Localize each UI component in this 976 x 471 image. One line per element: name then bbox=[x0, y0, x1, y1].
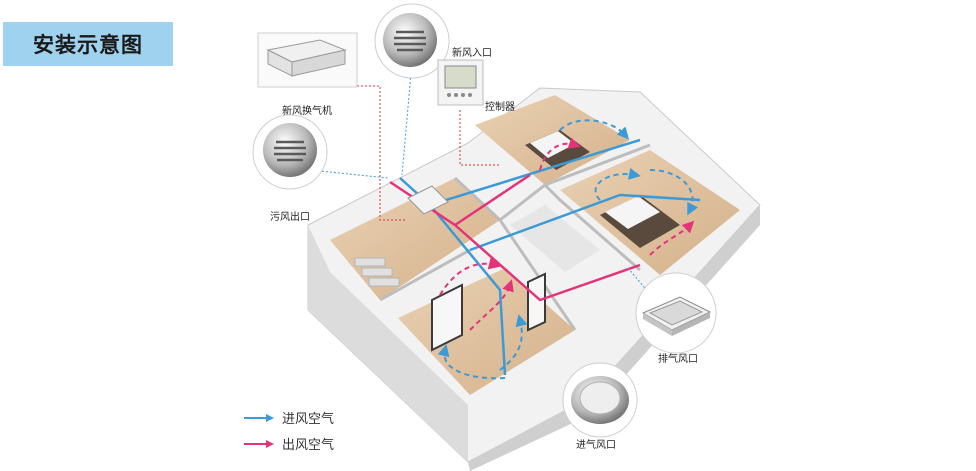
ventilator-unit-label: 新风换气机 bbox=[282, 106, 332, 117]
controller-label: 控制器 bbox=[485, 102, 515, 113]
doors bbox=[431, 272, 546, 352]
legend-item-supply: 进风空气 bbox=[244, 408, 334, 427]
fresh-air-inlet-callout bbox=[374, 3, 450, 79]
supply-flow-arrows bbox=[437, 119, 699, 380]
supply-arrow-icon bbox=[244, 413, 274, 422]
page-title: 安装示意图 bbox=[3, 22, 173, 66]
legend-label-supply: 进风空气 bbox=[282, 412, 335, 427]
supply-vent-label: 进气风口 bbox=[576, 440, 616, 451]
exhaust-flow-arrows bbox=[439, 137, 695, 331]
stairs bbox=[354, 257, 400, 287]
legend-item-exhaust: 出风空气 bbox=[244, 434, 334, 453]
ventilator-unit-in-house bbox=[407, 185, 449, 215]
bed-master bbox=[600, 195, 680, 248]
exhaust-vent-callout bbox=[635, 272, 717, 354]
fresh-air-inlet-label: 新风入口 bbox=[452, 48, 492, 59]
leader-lines bbox=[357, 85, 500, 221]
controller-callout bbox=[437, 59, 484, 106]
exhaust-vent-label: 排气风口 bbox=[658, 354, 698, 365]
exhaust-outlet-callout bbox=[252, 114, 328, 190]
exhaust-outlet-label: 污风出口 bbox=[270, 212, 310, 223]
supply-vent-callout bbox=[562, 362, 638, 438]
ventilator-unit-callout bbox=[257, 32, 358, 88]
exhaust-arrow-icon bbox=[244, 439, 274, 448]
leader-lines-blue bbox=[309, 61, 656, 301]
legend-label-exhaust: 出风空气 bbox=[282, 438, 335, 453]
